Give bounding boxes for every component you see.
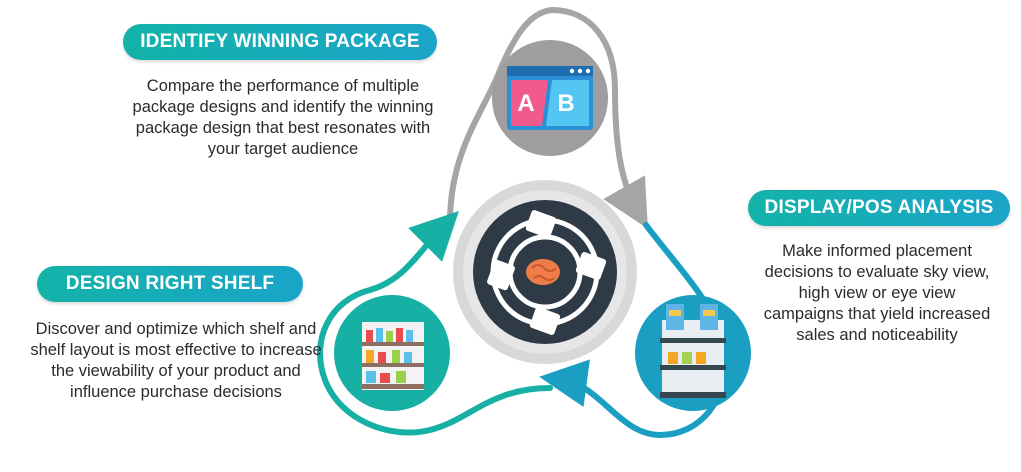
design-right-shelf-description: Discover and optimize which shelf and sh… xyxy=(30,320,322,401)
display-stand-icon xyxy=(635,295,751,411)
svg-text:B: B xyxy=(557,90,574,117)
arc-bottom-left xyxy=(317,211,553,436)
display-pos-analysis-title: DISPLAY/POS ANALYSIS xyxy=(748,190,1010,226)
design-right-shelf-title: DESIGN RIGHT SHELF xyxy=(37,266,303,302)
store-shelf-icon xyxy=(334,295,450,411)
identify-winning-package-description: Compare the performance of multiple pack… xyxy=(132,77,434,158)
svg-text:A: A xyxy=(517,90,534,117)
brain-target-icon xyxy=(453,180,637,364)
arc-top-right xyxy=(549,7,648,229)
identify-winning-package-title: IDENTIFY WINNING PACKAGE xyxy=(123,24,437,60)
display-pos-analysis-description: Make informed placement decisions to eva… xyxy=(763,242,991,344)
ab-test-window-icon: A B xyxy=(492,40,608,156)
